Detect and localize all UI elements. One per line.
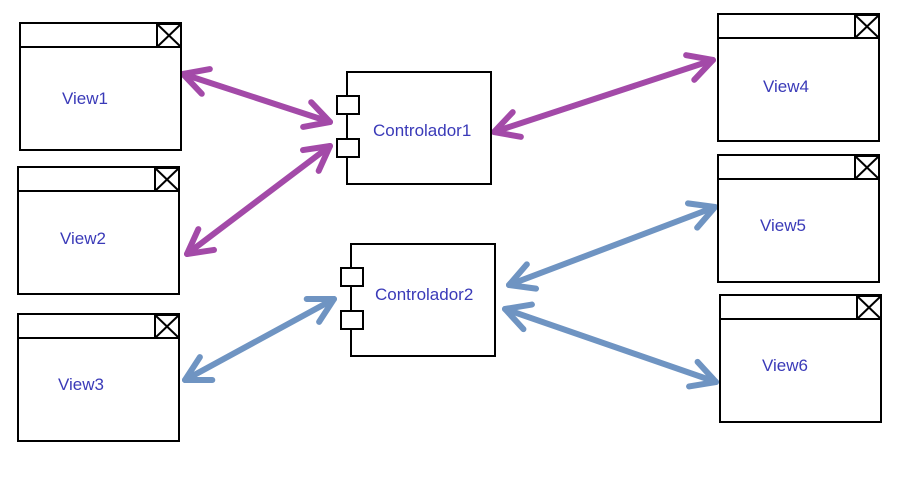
component-port <box>340 267 364 287</box>
close-icon <box>156 23 182 48</box>
view3-window: View3 <box>17 313 180 442</box>
arrow-view4-controller1 <box>491 52 716 140</box>
component-port <box>336 138 360 158</box>
component-port <box>336 95 360 115</box>
close-icon <box>154 314 180 339</box>
view6-window: View6 <box>719 294 882 423</box>
close-icon <box>854 14 880 39</box>
close-icon <box>854 155 880 180</box>
view6-label: View6 <box>762 356 808 375</box>
view5-window: View5 <box>717 154 880 283</box>
view2-label: View2 <box>60 229 106 248</box>
controller2-label: Controlador2 <box>375 285 473 304</box>
controller1-component: Controlador1 <box>336 71 492 185</box>
view2-window: View2 <box>17 166 180 295</box>
arrow-view2-controller1 <box>184 143 333 257</box>
arrow-view6-controller2 <box>502 301 719 390</box>
arrow-view5-controller2 <box>506 200 718 292</box>
arrow-view1-controller1 <box>180 66 333 130</box>
view4-window: View4 <box>717 13 880 142</box>
view4-label: View4 <box>763 77 809 96</box>
arrow-view3-controller2 <box>182 296 337 383</box>
view1-window: View1 <box>19 22 182 151</box>
arrows-layer <box>180 52 719 390</box>
controller1-label: Controlador1 <box>373 121 471 140</box>
view3-label: View3 <box>58 375 104 394</box>
controller2-component: Controlador2 <box>340 243 496 357</box>
view5-label: View5 <box>760 216 806 235</box>
view1-label: View1 <box>62 89 108 108</box>
component-port <box>340 310 364 330</box>
close-icon <box>154 167 180 192</box>
close-icon <box>856 295 882 320</box>
